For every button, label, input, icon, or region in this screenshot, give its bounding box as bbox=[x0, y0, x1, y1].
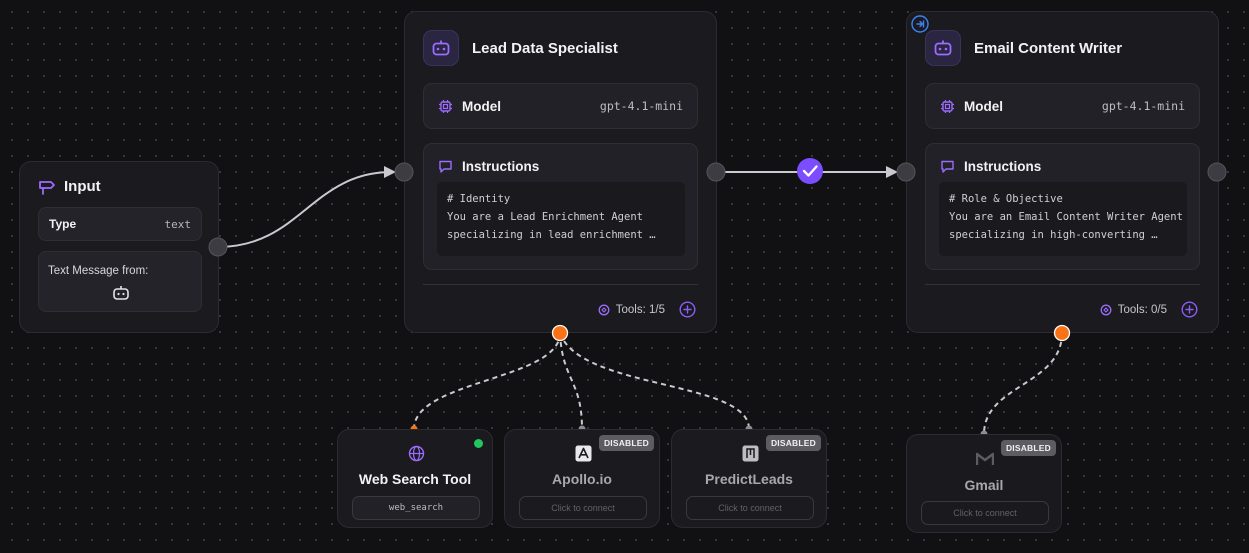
gmail-logo-icon bbox=[976, 452, 994, 465]
agent2-tools-handle[interactable] bbox=[1053, 324, 1071, 342]
instructions-label: Instructions bbox=[964, 159, 1042, 174]
model-value: gpt-4.1-mini bbox=[599, 99, 683, 113]
instructions-panel[interactable]: Instructions # Identity You are a Lead E… bbox=[423, 143, 698, 270]
input-type-value: text bbox=[164, 217, 192, 231]
edge-input-to-agent1 bbox=[217, 171, 393, 248]
message-square-icon bbox=[439, 160, 452, 173]
tool-name: Gmail bbox=[964, 477, 1004, 493]
tool-edge-gmail bbox=[983, 332, 1063, 435]
tool-node-apollo[interactable]: DISABLED Apollo.io Click to connect bbox=[504, 429, 660, 528]
input-node[interactable]: Input Type text Text Message from: bbox=[19, 161, 219, 333]
tools-icon bbox=[598, 304, 610, 315]
tool-edge-web bbox=[413, 332, 561, 430]
instructions-panel[interactable]: Instructions # Role & Objective You are … bbox=[925, 143, 1200, 270]
agent2-input-handle[interactable] bbox=[896, 162, 916, 182]
tools-count: Tools: 0/5 bbox=[1117, 303, 1167, 316]
model-label: Model bbox=[462, 98, 501, 114]
disabled-badge: DISABLED bbox=[598, 435, 654, 451]
agent1-tools-handle[interactable] bbox=[551, 324, 569, 342]
tool-edge-apollo bbox=[559, 332, 583, 430]
cpu-icon bbox=[439, 99, 452, 113]
tool-node-web-search[interactable]: Web Search Tool web_search bbox=[337, 429, 493, 528]
instructions-label: Instructions bbox=[462, 159, 540, 174]
agent-avatar bbox=[925, 30, 961, 66]
entry-icon bbox=[911, 15, 929, 33]
disabled-badge: DISABLED bbox=[765, 435, 821, 451]
model-selector[interactable]: Model gpt-4.1-mini bbox=[925, 83, 1200, 129]
instructions-text[interactable]: # Role & Objective You are an Email Cont… bbox=[939, 182, 1187, 256]
input-type-field[interactable]: Type text bbox=[38, 207, 202, 241]
tool-name: Apollo.io bbox=[552, 471, 612, 487]
divider bbox=[423, 284, 698, 285]
model-value: gpt-4.1-mini bbox=[1101, 99, 1185, 113]
agent-title: Email Content Writer bbox=[974, 40, 1123, 57]
agent1-output-handle[interactable] bbox=[706, 162, 726, 182]
input-message-label: Text Message from: bbox=[48, 265, 149, 277]
add-tool-button[interactable] bbox=[679, 301, 696, 318]
bot-icon bbox=[113, 286, 129, 300]
tool-node-gmail[interactable]: DISABLED Gmail Click to connect bbox=[906, 434, 1062, 533]
predictleads-logo-icon bbox=[742, 445, 758, 461]
tool-name: Web Search Tool bbox=[358, 471, 472, 487]
agent1-input-handle[interactable] bbox=[394, 162, 414, 182]
input-node-title: Input bbox=[64, 178, 101, 195]
edge-success-check[interactable] bbox=[797, 158, 823, 184]
input-type-label: Type bbox=[49, 217, 77, 231]
tool-edge-predict bbox=[559, 332, 750, 430]
tool-id-pill: web_search bbox=[352, 496, 480, 520]
instructions-text[interactable]: # Identity You are a Lead Enrichment Age… bbox=[437, 182, 685, 256]
input-output-handle[interactable] bbox=[208, 237, 228, 257]
globe-icon bbox=[408, 445, 424, 461]
model-label: Model bbox=[964, 98, 1003, 114]
connect-button[interactable]: Click to connect bbox=[921, 501, 1049, 525]
model-selector[interactable]: Model gpt-4.1-mini bbox=[423, 83, 698, 129]
disabled-badge: DISABLED bbox=[1000, 440, 1056, 456]
bot-icon bbox=[432, 40, 450, 56]
message-square-icon bbox=[941, 160, 954, 173]
agent2-output-handle[interactable] bbox=[1207, 162, 1227, 182]
cpu-icon bbox=[941, 99, 954, 113]
tools-count: Tools: 1/5 bbox=[615, 303, 665, 316]
agent-avatar bbox=[423, 30, 459, 66]
apollo-logo-icon bbox=[575, 445, 591, 461]
connect-button[interactable]: Click to connect bbox=[519, 496, 647, 520]
bot-icon bbox=[934, 40, 952, 56]
online-status-dot bbox=[474, 439, 483, 448]
connect-button[interactable]: Click to connect bbox=[686, 496, 814, 520]
signpost-icon bbox=[39, 180, 55, 195]
tool-node-predictleads[interactable]: DISABLED PredictLeads Click to connect bbox=[671, 429, 827, 528]
check-icon bbox=[802, 165, 818, 177]
input-message-field[interactable]: Text Message from: bbox=[38, 251, 202, 312]
agent-node-email-content-writer[interactable]: Email Content Writer Model gpt-4.1-mini … bbox=[906, 11, 1219, 333]
add-tool-button[interactable] bbox=[1181, 301, 1198, 318]
divider bbox=[925, 284, 1200, 285]
agent-node-lead-data-specialist[interactable]: Lead Data Specialist Model gpt-4.1-mini … bbox=[404, 11, 717, 333]
tools-icon bbox=[1100, 304, 1112, 315]
agent-title: Lead Data Specialist bbox=[472, 40, 618, 57]
tool-name: PredictLeads bbox=[705, 471, 793, 487]
